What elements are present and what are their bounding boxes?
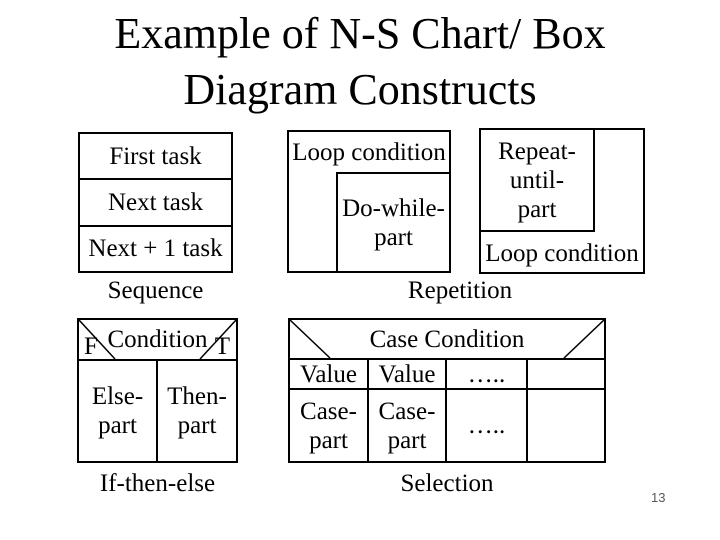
if-then-else-label: If-then-else <box>99 470 216 497</box>
if-condition-text: Condition <box>107 326 208 353</box>
case-part-1-line1: Case- <box>300 397 357 425</box>
if-then-else-condition-row: F Condition T <box>79 320 236 361</box>
do-while-part-line1: Do-while- <box>342 194 445 222</box>
page-number: 13 <box>651 490 666 505</box>
then-part-line2: part <box>177 412 217 439</box>
else-part-cell: Else- part <box>79 361 158 461</box>
selection-diagram: Case Condition Value Value ….. Case- par… <box>288 318 606 463</box>
case-part-cell-2: Case- part <box>369 390 447 461</box>
slide-title-line2: Diagram Constructs <box>183 65 537 114</box>
case-condition-row: Case Condition <box>290 320 604 360</box>
case-part-2-line1: Case- <box>378 397 436 425</box>
value-cell-4 <box>528 360 604 388</box>
condition-diagonals <box>79 320 236 359</box>
case-part-1-line2: part <box>309 426 348 454</box>
repeat-until-line1: Repeat- <box>498 137 576 165</box>
do-while-diagram: Loop condition Do-while- part <box>287 130 451 273</box>
repeat-until-line2: until- <box>509 166 565 194</box>
value-cell-3: ….. <box>447 360 528 388</box>
repetition-label: Repetition <box>407 277 513 304</box>
do-while-part-box: Do-while- part <box>336 172 449 271</box>
if-then-else-body: Else- part Then- part <box>79 361 236 461</box>
then-part-cell: Then- part <box>158 361 236 461</box>
case-part-2-line2: part <box>387 426 427 454</box>
else-part-line2: part <box>98 412 137 439</box>
slide-title: Example of N-S Chart/ Box Diagram Constr… <box>0 6 720 118</box>
false-branch-letter: F <box>84 333 98 360</box>
selection-label: Selection <box>400 470 494 497</box>
true-branch-letter: T <box>214 333 230 360</box>
repeat-until-loop-condition: Loop condition <box>485 239 639 267</box>
do-while-loop-condition: Loop condition <box>292 138 446 166</box>
then-part-line1: Then- <box>167 383 227 410</box>
slide-title-line1: Example of N-S Chart/ Box <box>114 9 606 58</box>
sequence-next-task: Next task <box>80 178 231 224</box>
else-part-line1: Else- <box>91 383 144 410</box>
case-part-cell-3: ….. <box>447 390 528 461</box>
repeat-until-diagram: Repeat- until- part Loop condition <box>479 128 645 274</box>
case-part-cell-1: Case- part <box>290 390 369 461</box>
sequence-label: Sequence <box>107 277 204 304</box>
sequence-first-task: First task <box>109 142 202 170</box>
selection-value-row: Value Value ….. <box>290 360 604 390</box>
case-condition-text: Case Condition <box>369 325 525 353</box>
if-then-else-diagram: F Condition T Else- part Then- part <box>77 318 238 463</box>
repeat-until-line3: part <box>517 195 557 223</box>
case-condition-diagonals <box>290 320 604 358</box>
value-cell-1: Value <box>290 360 369 388</box>
repeat-until-part-box: Repeat- until- part <box>481 130 595 232</box>
value-cell-2: Value <box>369 360 447 388</box>
case-part-cell-4 <box>528 390 604 461</box>
sequence-diagram: First task Next task Next + 1 task <box>78 132 233 273</box>
sequence-next-plus-one-task: Next + 1 task <box>80 224 231 271</box>
selection-case-row: Case- part Case- part ….. <box>290 390 604 461</box>
do-while-part-line2: part <box>374 223 413 251</box>
